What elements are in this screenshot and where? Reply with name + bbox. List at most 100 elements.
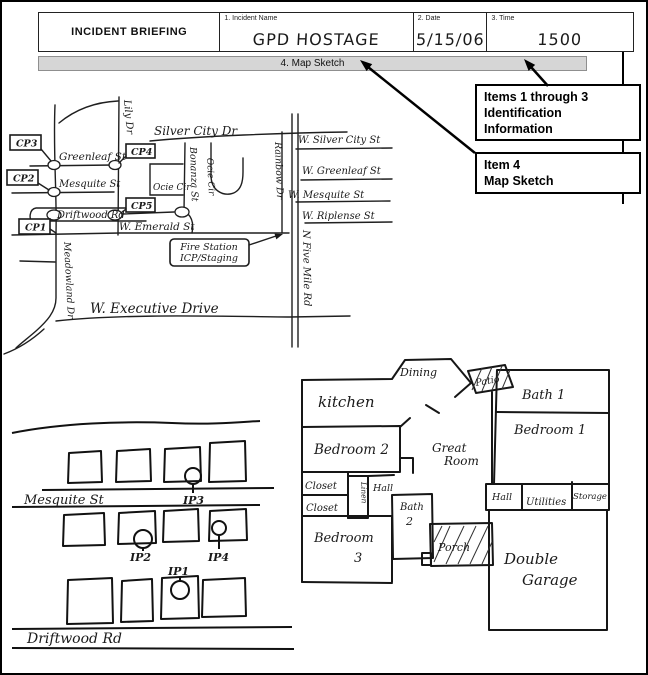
street-label-w-silver-city-st: W. Silver City St [298,135,381,146]
date-cell: 2. Date 5/15/06 [414,13,488,51]
floor-plan-sketch: kitchen Dining Patio Bath 1 Bedroom 1 Be… [301,358,610,631]
junction-oval [108,159,122,171]
fire-station-leader [248,235,277,246]
room-label-dining: Dining [399,366,437,379]
callout-line: Item 4 [484,158,521,172]
room-label-bedroom3-number: 3 [354,551,362,566]
incident-name-value: GPD HOSTAGE [252,30,381,49]
cp1-label: CP1 [25,223,46,234]
wall [301,471,393,519]
street-label-w-executive-drive: W. Executive Drive [90,301,219,317]
incident-name-label: 1. Incident Name [224,15,278,22]
road-branch [19,260,56,263]
road-driftwood-east [121,211,194,234]
date-value: 5/15/06 [415,30,485,49]
wall [485,481,610,511]
street-label-w-emerald-st: W. Emerald St [119,221,195,233]
room-label-patio: Patio [474,374,501,389]
road-junctions [46,159,190,221]
junction-oval [46,209,62,221]
fire-station-callout: Fire Station ICP/Staging [169,233,283,267]
callout-items-1-3: Items 1 through 3 Identification Informa… [475,84,641,141]
street-labels: Lily Dr Silver City Dr Greenleaf St Mesq… [56,98,382,320]
room-label-bedroom2: Bedroom 2 [313,442,389,458]
patio-outline [467,364,514,394]
house [115,448,152,483]
room-labels: kitchen Dining Patio Bath 1 Bedroom 1 Be… [305,366,607,589]
room-label-bath2-number: 2 [405,515,413,528]
street-map-sketch: CP3 CP2 CP1 CP4 CP5 Fire Station ICP/Sta… [3,96,393,355]
street-label-lily-dr: Lily Dr [121,98,135,136]
wall [301,425,414,474]
arrowhead [274,233,283,240]
room-label-garage-double: Double [503,550,558,568]
wall [425,382,472,414]
date-label: 2. Date [417,15,441,22]
house [66,577,114,625]
houses-row-3 [66,575,247,625]
house [160,575,200,620]
house [208,508,248,542]
room-label-storage: Storage [573,492,607,502]
room-label-garage-garage: Garage [522,571,578,589]
cp5-leader [120,208,127,214]
room-label-bath2: Bath [399,502,424,513]
patio-area [467,364,514,394]
road-meadowland-dr [15,104,57,349]
cp2-label: CP2 [13,174,35,185]
room-label-room: Room [443,454,479,468]
street-label-w-riplense-st: W. Riplense St [302,211,376,222]
road-w-greenleaf-st [300,178,393,181]
street-label-bonanza-st: Bonanza St [187,146,200,202]
cp4-leader [118,155,127,164]
road-driftwood-rd [29,207,147,222]
wall [301,515,393,584]
callout-line: Map Sketch [484,174,554,188]
road-mesquite-st [11,191,115,194]
neighborhood-driftwood-rd-label: Driftwood Rd [26,631,122,647]
cp4-box [125,143,156,159]
cp5-box [125,197,156,213]
time-label: 3. Time [491,15,515,22]
wall [301,358,472,384]
house [120,578,154,623]
cp1-leader [49,228,57,234]
wall [301,417,411,428]
mesquite-street-lines [11,487,275,508]
street-label-meadowland-dr: Meadowland Dr [61,241,76,321]
street-label-ocie-cir-vertical: Ocie Cir [204,158,216,197]
room-label-bedroom3: Bedroom [313,531,374,546]
cp5-label: CP5 [131,201,153,212]
road-ocie-cir-u [210,142,244,195]
cp1-box [18,218,51,235]
room-label-great: Great [432,441,467,455]
street-label-ocie-cir: Ocie Cir [153,183,191,193]
road-ocie-cir-loop [149,163,184,196]
form-title: INCIDENT BRIEFING [71,26,188,38]
map-sketch-section-bar: 4. Map Sketch [38,56,587,71]
wall-garage [488,509,608,631]
fire-station-line2: ICP/Staging [179,253,238,264]
porch-outline [429,522,494,567]
room-label-hall-right: Hall [491,492,512,503]
room-label-bath1: Bath 1 [521,388,565,403]
driftwood-street-lines [11,626,295,650]
road-w-riplense-st [304,221,393,224]
road-lily-dr [117,96,120,236]
road-greenleaf-st [29,164,115,167]
street-label-driftwood-rd: Driftwood Rd [56,210,125,221]
floor-plan-walls [301,358,610,631]
room-label-bedroom1: Bedroom 1 [513,423,586,438]
road-bonanza-st [183,142,186,212]
house [67,450,103,484]
fire-station-line1: Fire Station [179,242,238,253]
road-n-five-mile-rd [291,113,299,348]
callout-item-4: Item 4 Map Sketch [475,152,641,194]
wall-bath2 [391,493,434,560]
patio-hatching [471,365,511,392]
arrow-map-sketch [367,66,476,154]
houses-row-2 [62,508,248,547]
callout-line: Identification [484,106,562,120]
time-cell: 3. Time 1500 [487,13,633,51]
